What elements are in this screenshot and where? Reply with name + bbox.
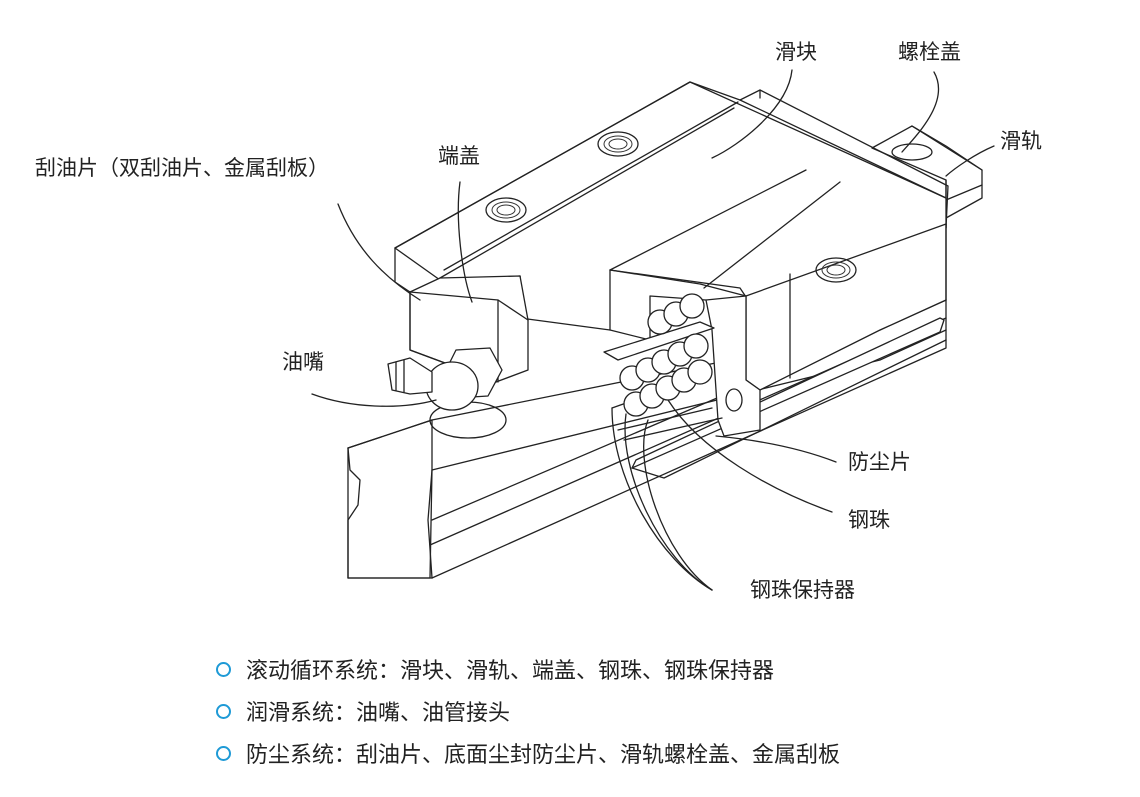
label-bolt-cap: 螺栓盖 [898, 40, 961, 64]
circle-bullet-icon [216, 703, 231, 719]
dust-seal-drawing [631, 317, 947, 479]
circle-bullet-icon [216, 745, 231, 761]
end-cap-drawing [409, 275, 529, 383]
legend-item-dustproof: 防尘系统：刮油片、底面尘封防尘片、滑轨螺栓盖、金属刮板 [216, 732, 1116, 774]
system-legend: 滚动循环系统：滑块、滑轨、端盖、钢珠、钢珠保持器 润滑系统：油嘴、油管接头 防尘… [216, 648, 1116, 774]
legend-text: 滚动循环系统：滑块、滑轨、端盖、钢珠、钢珠保持器 [246, 659, 775, 684]
leader-lines [311, 69, 995, 591]
label-slider: 滑块 [775, 40, 817, 64]
grease-nipple-drawing [387, 347, 507, 439]
label-steel-ball: 钢珠 [848, 508, 890, 532]
legend-item-rolling: 滚动循环系统：滑块、滑轨、端盖、钢珠、钢珠保持器 [216, 648, 1116, 690]
legend-text: 润滑系统：油嘴、油管接头 [246, 701, 511, 726]
label-scraper: 刮油片（双刮油片、金属刮板） [35, 156, 329, 180]
label-end-cap: 端盖 [438, 144, 480, 168]
slider-drawing [394, 81, 949, 437]
legend-item-lubrication: 润滑系统：油嘴、油管接头 [216, 690, 1116, 732]
circle-bullet-icon [216, 661, 231, 677]
label-ball-retainer: 钢珠保持器 [750, 578, 855, 602]
label-grease-nipple: 油嘴 [282, 350, 324, 374]
mounting-holes [485, 131, 857, 283]
bolt-cap-drawing [891, 143, 933, 161]
label-rail: 滑轨 [1000, 129, 1042, 153]
label-dust-seal: 防尘片 [848, 450, 911, 474]
ball-retainer-drawing [603, 293, 723, 441]
legend-text: 防尘系统：刮油片、底面尘封防尘片、滑轨螺栓盖、金属刮板 [246, 743, 841, 768]
linear-guide-diagram [311, 69, 995, 591]
